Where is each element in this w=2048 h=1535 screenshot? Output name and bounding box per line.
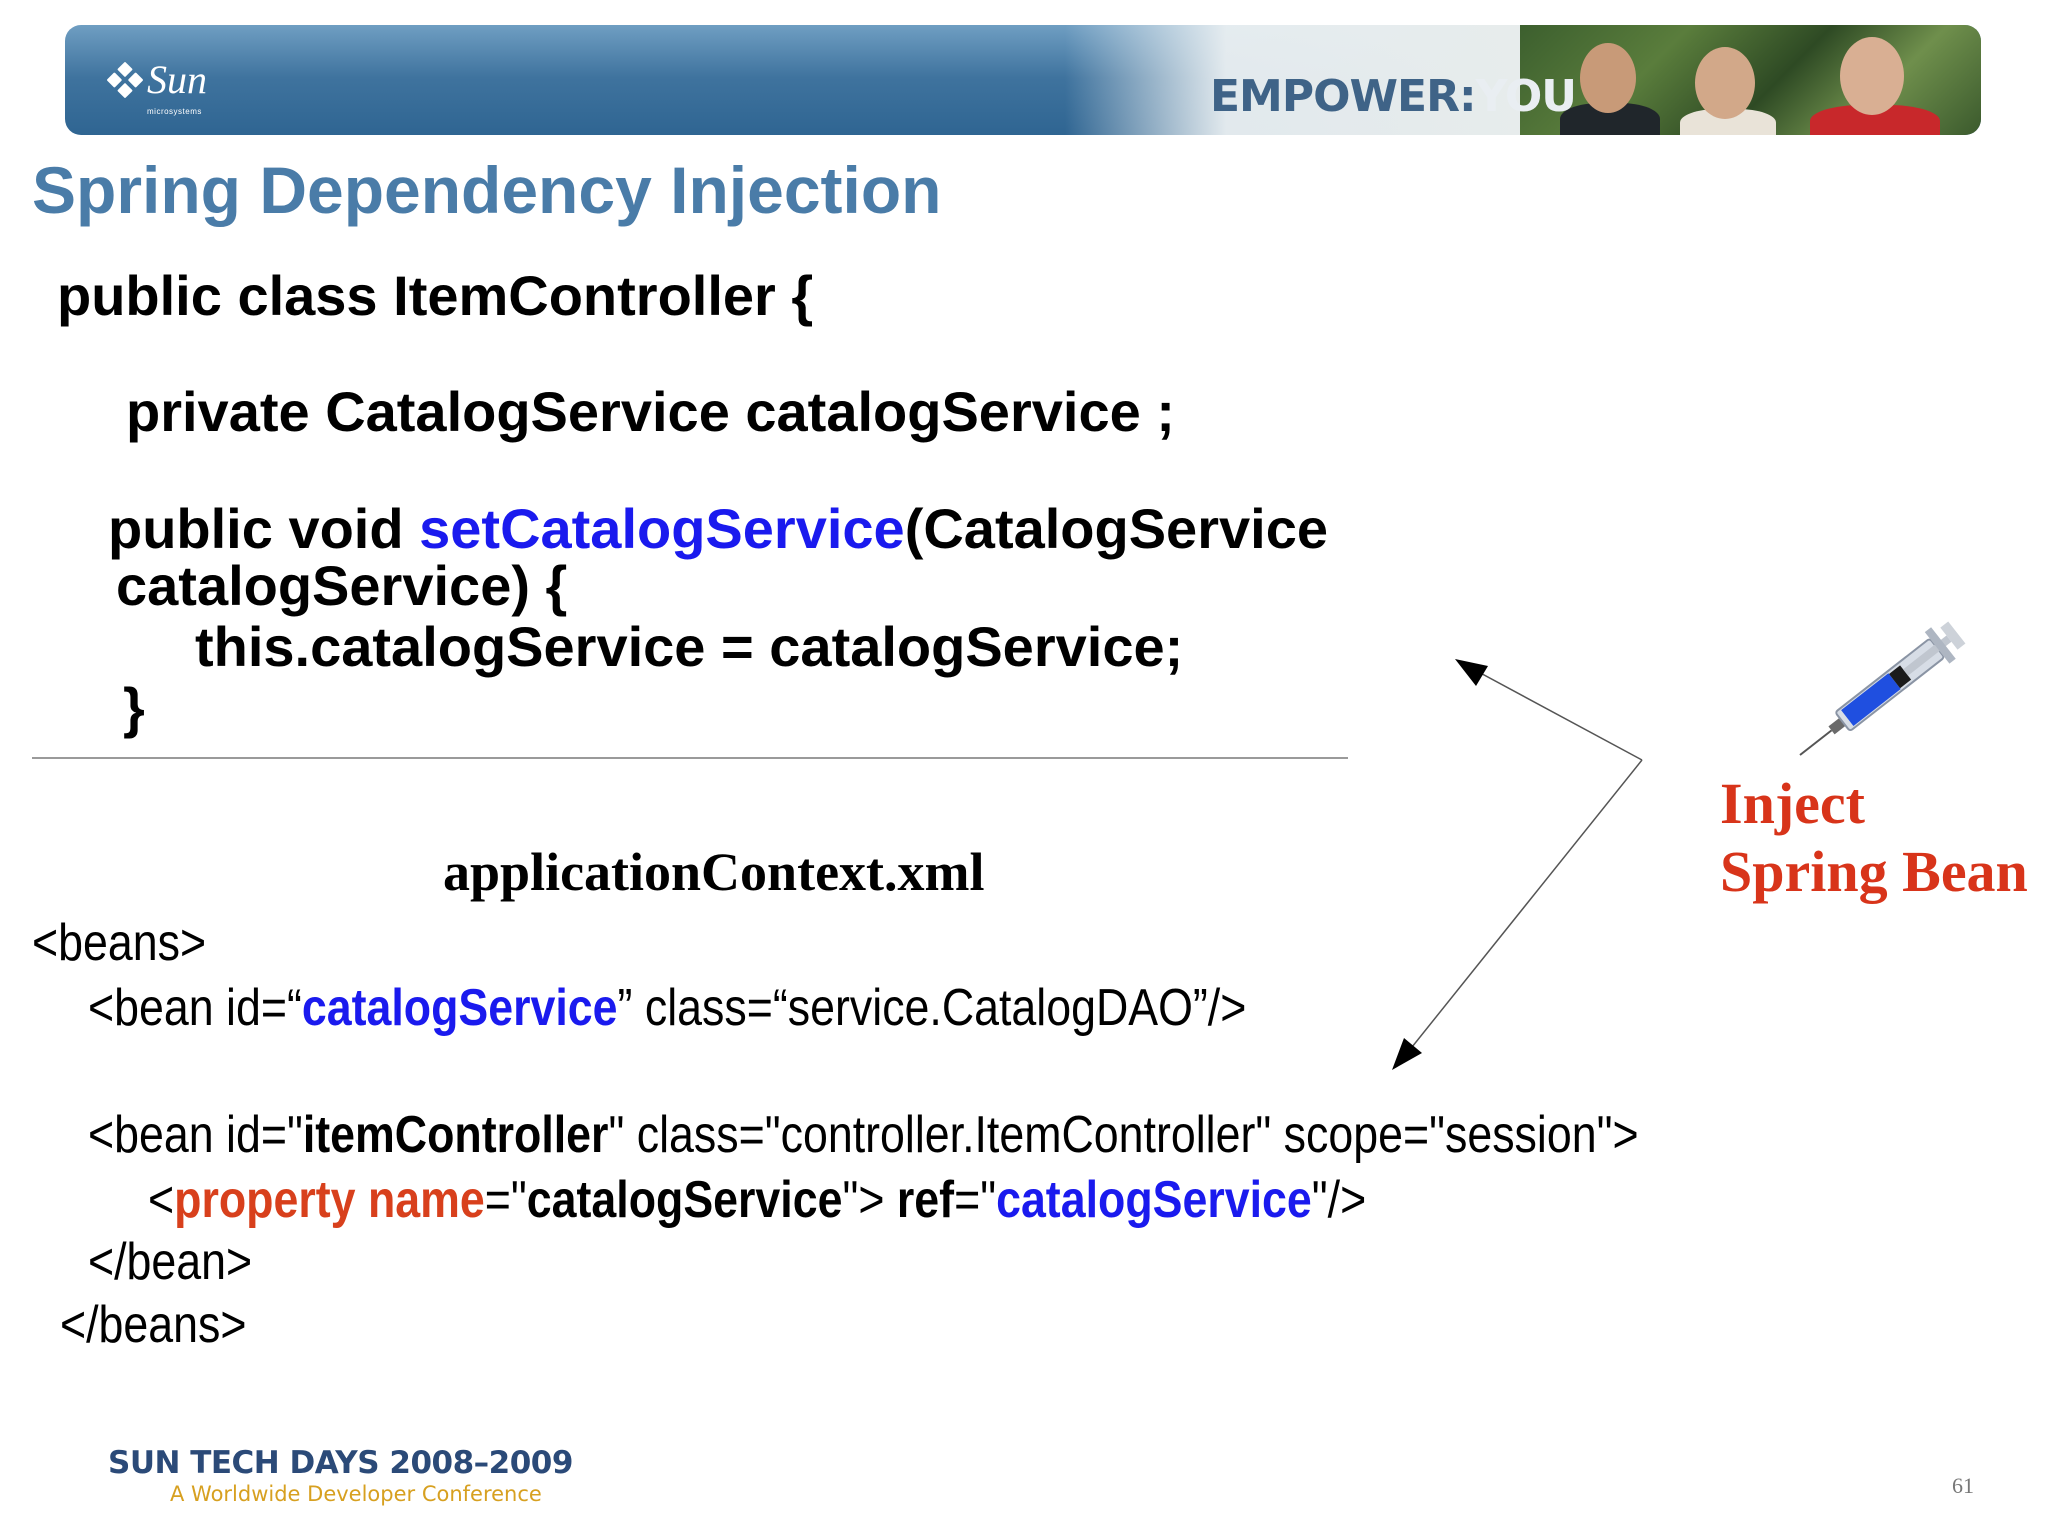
- empower-tagline: EMPOWER:YOU: [1210, 69, 1577, 125]
- java-line-5: this.catalogService = catalogService;: [195, 615, 1184, 678]
- xml-text: =": [484, 1171, 527, 1229]
- xml-beans-open: <beans>: [32, 914, 207, 972]
- photo-shape: [1580, 43, 1636, 113]
- xml-bean-2: <bean id="itemController" class="control…: [88, 1105, 1639, 1165]
- xml-text: <bean id=": [88, 1106, 303, 1164]
- xml-text: <bean id=“: [88, 979, 302, 1037]
- xml-ref-keyword: ref: [896, 1171, 955, 1229]
- callout-line-2: Spring Bean: [1720, 839, 2028, 904]
- sun-logo-text: Sun: [147, 57, 207, 102]
- footer-subtitle: A Worldwide Developer Conference: [170, 1482, 542, 1506]
- arrow-head-to-property: [1392, 1038, 1422, 1070]
- java-line-3-pre: public void: [108, 497, 420, 560]
- xml-file-title: applicationContext.xml: [443, 842, 985, 902]
- xml-property-name: catalogService: [526, 1171, 843, 1229]
- section-divider: [32, 757, 1348, 759]
- java-line-3: public void setCatalogService(CatalogSer…: [108, 499, 1328, 559]
- xml-text: <: [148, 1171, 175, 1229]
- photo-shape: [1840, 37, 1904, 115]
- photo-shape: [1695, 47, 1755, 119]
- xml-property-keyword: property name: [174, 1171, 485, 1229]
- xml-bean-1-id: catalogService: [301, 979, 618, 1037]
- sun-diamond-icon: [107, 62, 143, 98]
- java-line-3-post: (CatalogService: [904, 497, 1328, 560]
- xml-text: "/>: [1311, 1171, 1367, 1229]
- arrow-head-to-setter: [1455, 659, 1488, 686]
- arrow-to-setter: [1459, 661, 1643, 761]
- footer-event: SUN TECH DAYS 2008–2009: [108, 1445, 573, 1481]
- arrow-to-property: [1399, 759, 1643, 1063]
- java-line-1: public class ItemController {: [57, 264, 814, 327]
- xml-text: " class="controller.ItemController" scop…: [608, 1106, 1639, 1164]
- banner-highlight: [1065, 25, 1525, 135]
- tagline-part-1: EMPOWER:: [1210, 71, 1477, 122]
- xml-text: ” class=“service.CatalogDAO”/>: [617, 979, 1247, 1037]
- page-number: 61: [1952, 1473, 1974, 1498]
- sun-logo: Sun: [105, 55, 207, 105]
- slide-title: Spring Dependency Injection: [32, 153, 942, 227]
- java-line-6: }: [123, 676, 145, 739]
- footer-logo: SUN TECH DAYS 2008–2009 A Worldwide Deve…: [108, 1445, 573, 1507]
- tagline-part-2: YOU: [1475, 71, 1577, 122]
- xml-text: ">: [842, 1171, 897, 1229]
- xml-bean-2-id: itemController: [302, 1106, 609, 1164]
- xml-bean-1: <bean id=“catalogService” class=“service…: [88, 978, 1246, 1038]
- java-line-4: catalogService) {: [116, 554, 568, 617]
- xml-text: =": [954, 1171, 997, 1229]
- java-setter-method: setCatalogService: [419, 497, 905, 560]
- callout-line-1: Inject: [1720, 771, 1865, 836]
- inject-callout: Inject Spring Bean: [1720, 770, 2028, 906]
- xml-bean-close: </bean>: [88, 1233, 253, 1291]
- sun-logo-subtext: microsystems: [147, 107, 202, 116]
- xml-property: <property name="catalogService"> ref="ca…: [148, 1170, 1366, 1230]
- java-line-2: private CatalogService catalogService ;: [126, 380, 1175, 443]
- header-banner: Sun microsystems EMPOWER:YOU: [65, 25, 1981, 135]
- xml-ref-value: catalogService: [996, 1171, 1312, 1229]
- syringe-icon: [1799, 621, 1966, 756]
- banner-photo: [1520, 25, 1981, 135]
- xml-beans-close: </beans>: [60, 1296, 247, 1354]
